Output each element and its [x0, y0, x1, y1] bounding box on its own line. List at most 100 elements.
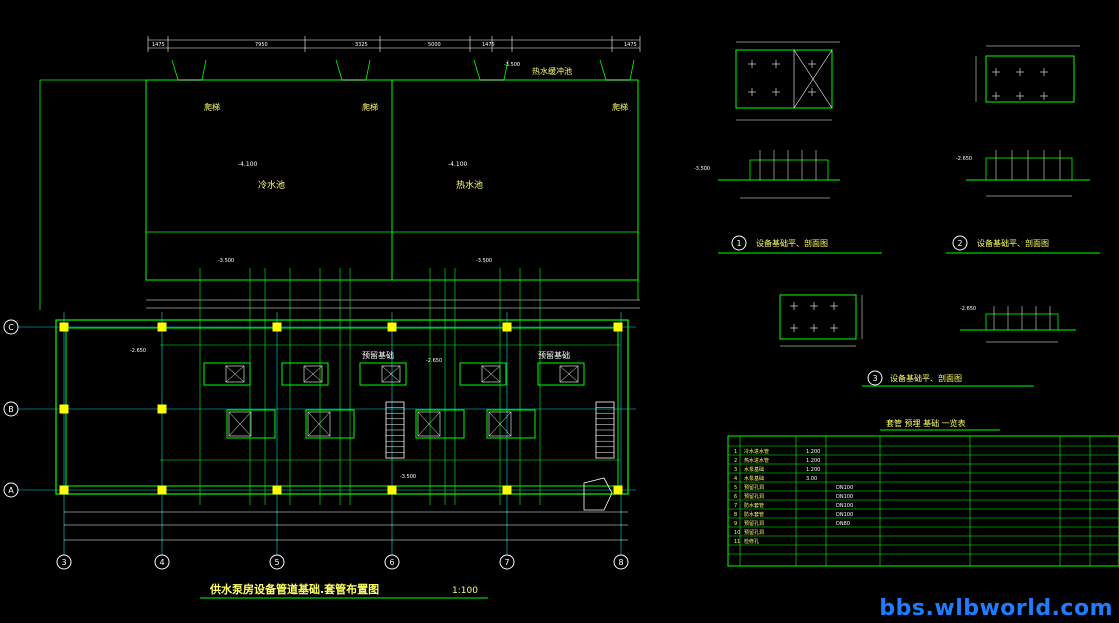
pump-foundation	[486, 409, 536, 439]
pump-cross	[417, 411, 441, 437]
svg-text:DN80: DN80	[836, 521, 850, 527]
svg-text:C: C	[8, 323, 14, 332]
drain-fixture	[583, 477, 613, 511]
top-dim-1: 1475	[152, 42, 165, 48]
structural-column	[613, 485, 623, 495]
svg-text:防水套管: 防水套管	[744, 502, 764, 509]
structural-column	[59, 485, 69, 495]
svg-text:预留孔洞: 预留孔洞	[744, 493, 764, 500]
svg-text:6: 6	[389, 558, 394, 567]
detail-1-cross	[793, 49, 833, 109]
structural-column	[613, 322, 623, 332]
axis-bubble-b: B	[3, 401, 19, 417]
level-mark-3: -3.500	[476, 258, 492, 264]
svg-text:7: 7	[504, 558, 509, 567]
pump-cross	[381, 365, 401, 383]
pump-cross	[225, 365, 245, 383]
detail-level-3: -2.650	[960, 306, 976, 312]
svg-text:1.200: 1.200	[806, 449, 820, 455]
structural-column	[272, 322, 282, 332]
detail-2-section-body	[985, 157, 1073, 181]
svg-text:6: 6	[734, 494, 737, 500]
detail-3-plan-outline	[779, 294, 857, 340]
level-mark-5: -2.650	[426, 358, 442, 364]
detail-level-1: -3.500	[694, 166, 710, 172]
top-dim-6: 1475	[624, 42, 637, 48]
top-dim-4: 5000	[428, 42, 441, 48]
svg-text:11: 11	[734, 539, 740, 545]
pump-foundation	[537, 362, 585, 386]
pump-foundation-core	[417, 411, 441, 437]
svg-text:3: 3	[61, 558, 66, 567]
structural-column	[502, 322, 512, 332]
floor-plan-linework	[18, 36, 641, 599]
structural-column	[387, 322, 397, 332]
top-dim-2: 7950	[255, 42, 268, 48]
pump-foundation	[281, 362, 329, 386]
svg-text:1.200: 1.200	[806, 467, 820, 473]
pump-label-a: 预留基础	[362, 350, 394, 360]
pump-foundation-core	[303, 365, 323, 383]
structural-column	[502, 485, 512, 495]
level-mark-2: -3.500	[218, 258, 234, 264]
detail-1-bubble: 1	[731, 235, 747, 251]
structural-column	[59, 322, 69, 332]
pump-foundation	[305, 409, 355, 439]
top-buffer-label: 热水缓冲池	[532, 66, 572, 76]
level-mark-1: -2.650	[130, 348, 146, 354]
structural-column	[157, 322, 167, 332]
svg-text:预留孔洞: 预留孔洞	[744, 484, 764, 491]
top-dim-5: 1475	[482, 42, 495, 48]
svg-text:1.200: 1.200	[806, 458, 820, 464]
table-row: 5 预留孔洞 DN100	[734, 484, 853, 491]
axis-bubble-8: 8	[613, 554, 629, 570]
pump-label-b: 预留基础	[538, 350, 570, 360]
pump-foundation-core	[228, 411, 252, 437]
svg-text:水泵基础: 水泵基础	[744, 466, 764, 473]
pool-right-label: 热水池	[456, 179, 483, 191]
cold-pool-outline	[145, 79, 393, 281]
pump-room-outer-wall	[55, 319, 629, 495]
ladder-shape	[335, 59, 371, 81]
structural-column	[272, 485, 282, 495]
axis-bubble-3: 3	[56, 554, 72, 570]
plan-title: 供水泵房设备管道基础.套管布置图	[209, 582, 379, 596]
pool-left-level: -4.100	[238, 161, 258, 168]
level-mark-4: -3.500	[400, 474, 416, 480]
pump-foundation	[459, 362, 507, 386]
svg-text:水泵基础: 水泵基础	[744, 475, 764, 482]
detail-1-section-body	[749, 159, 829, 181]
svg-text:10: 10	[734, 530, 740, 536]
svg-text:DN100: DN100	[836, 503, 853, 509]
svg-text:检修孔: 检修孔	[744, 538, 759, 545]
svg-text:4: 4	[159, 558, 164, 567]
detail-3-title: 设备基础平、剖面图	[890, 373, 962, 383]
axis-bubble-6: 6	[384, 554, 400, 570]
hot-pool-outline	[391, 79, 639, 281]
svg-text:预留孔洞: 预留孔洞	[744, 520, 764, 527]
svg-text:防水套管: 防水套管	[744, 511, 764, 518]
ladder-label-2: 爬梯	[362, 102, 378, 112]
pump-foundation	[415, 409, 465, 439]
axis-bubble-c: C	[3, 319, 19, 335]
pool-right-level: -4.100	[448, 161, 468, 168]
table-outline	[727, 435, 1119, 567]
detail-3-bubble: 3	[867, 370, 883, 386]
svg-text:5: 5	[734, 485, 737, 491]
svg-text:DN100: DN100	[836, 485, 853, 491]
svg-text:2: 2	[734, 458, 737, 464]
pump-foundation	[359, 362, 407, 386]
axis-bubble-5: 5	[269, 554, 285, 570]
pump-foundation-core	[559, 365, 579, 383]
svg-text:8: 8	[618, 558, 623, 567]
level-mark-6: -3.500	[504, 62, 520, 68]
svg-text:B: B	[8, 405, 14, 414]
ladder-shape	[473, 59, 509, 81]
